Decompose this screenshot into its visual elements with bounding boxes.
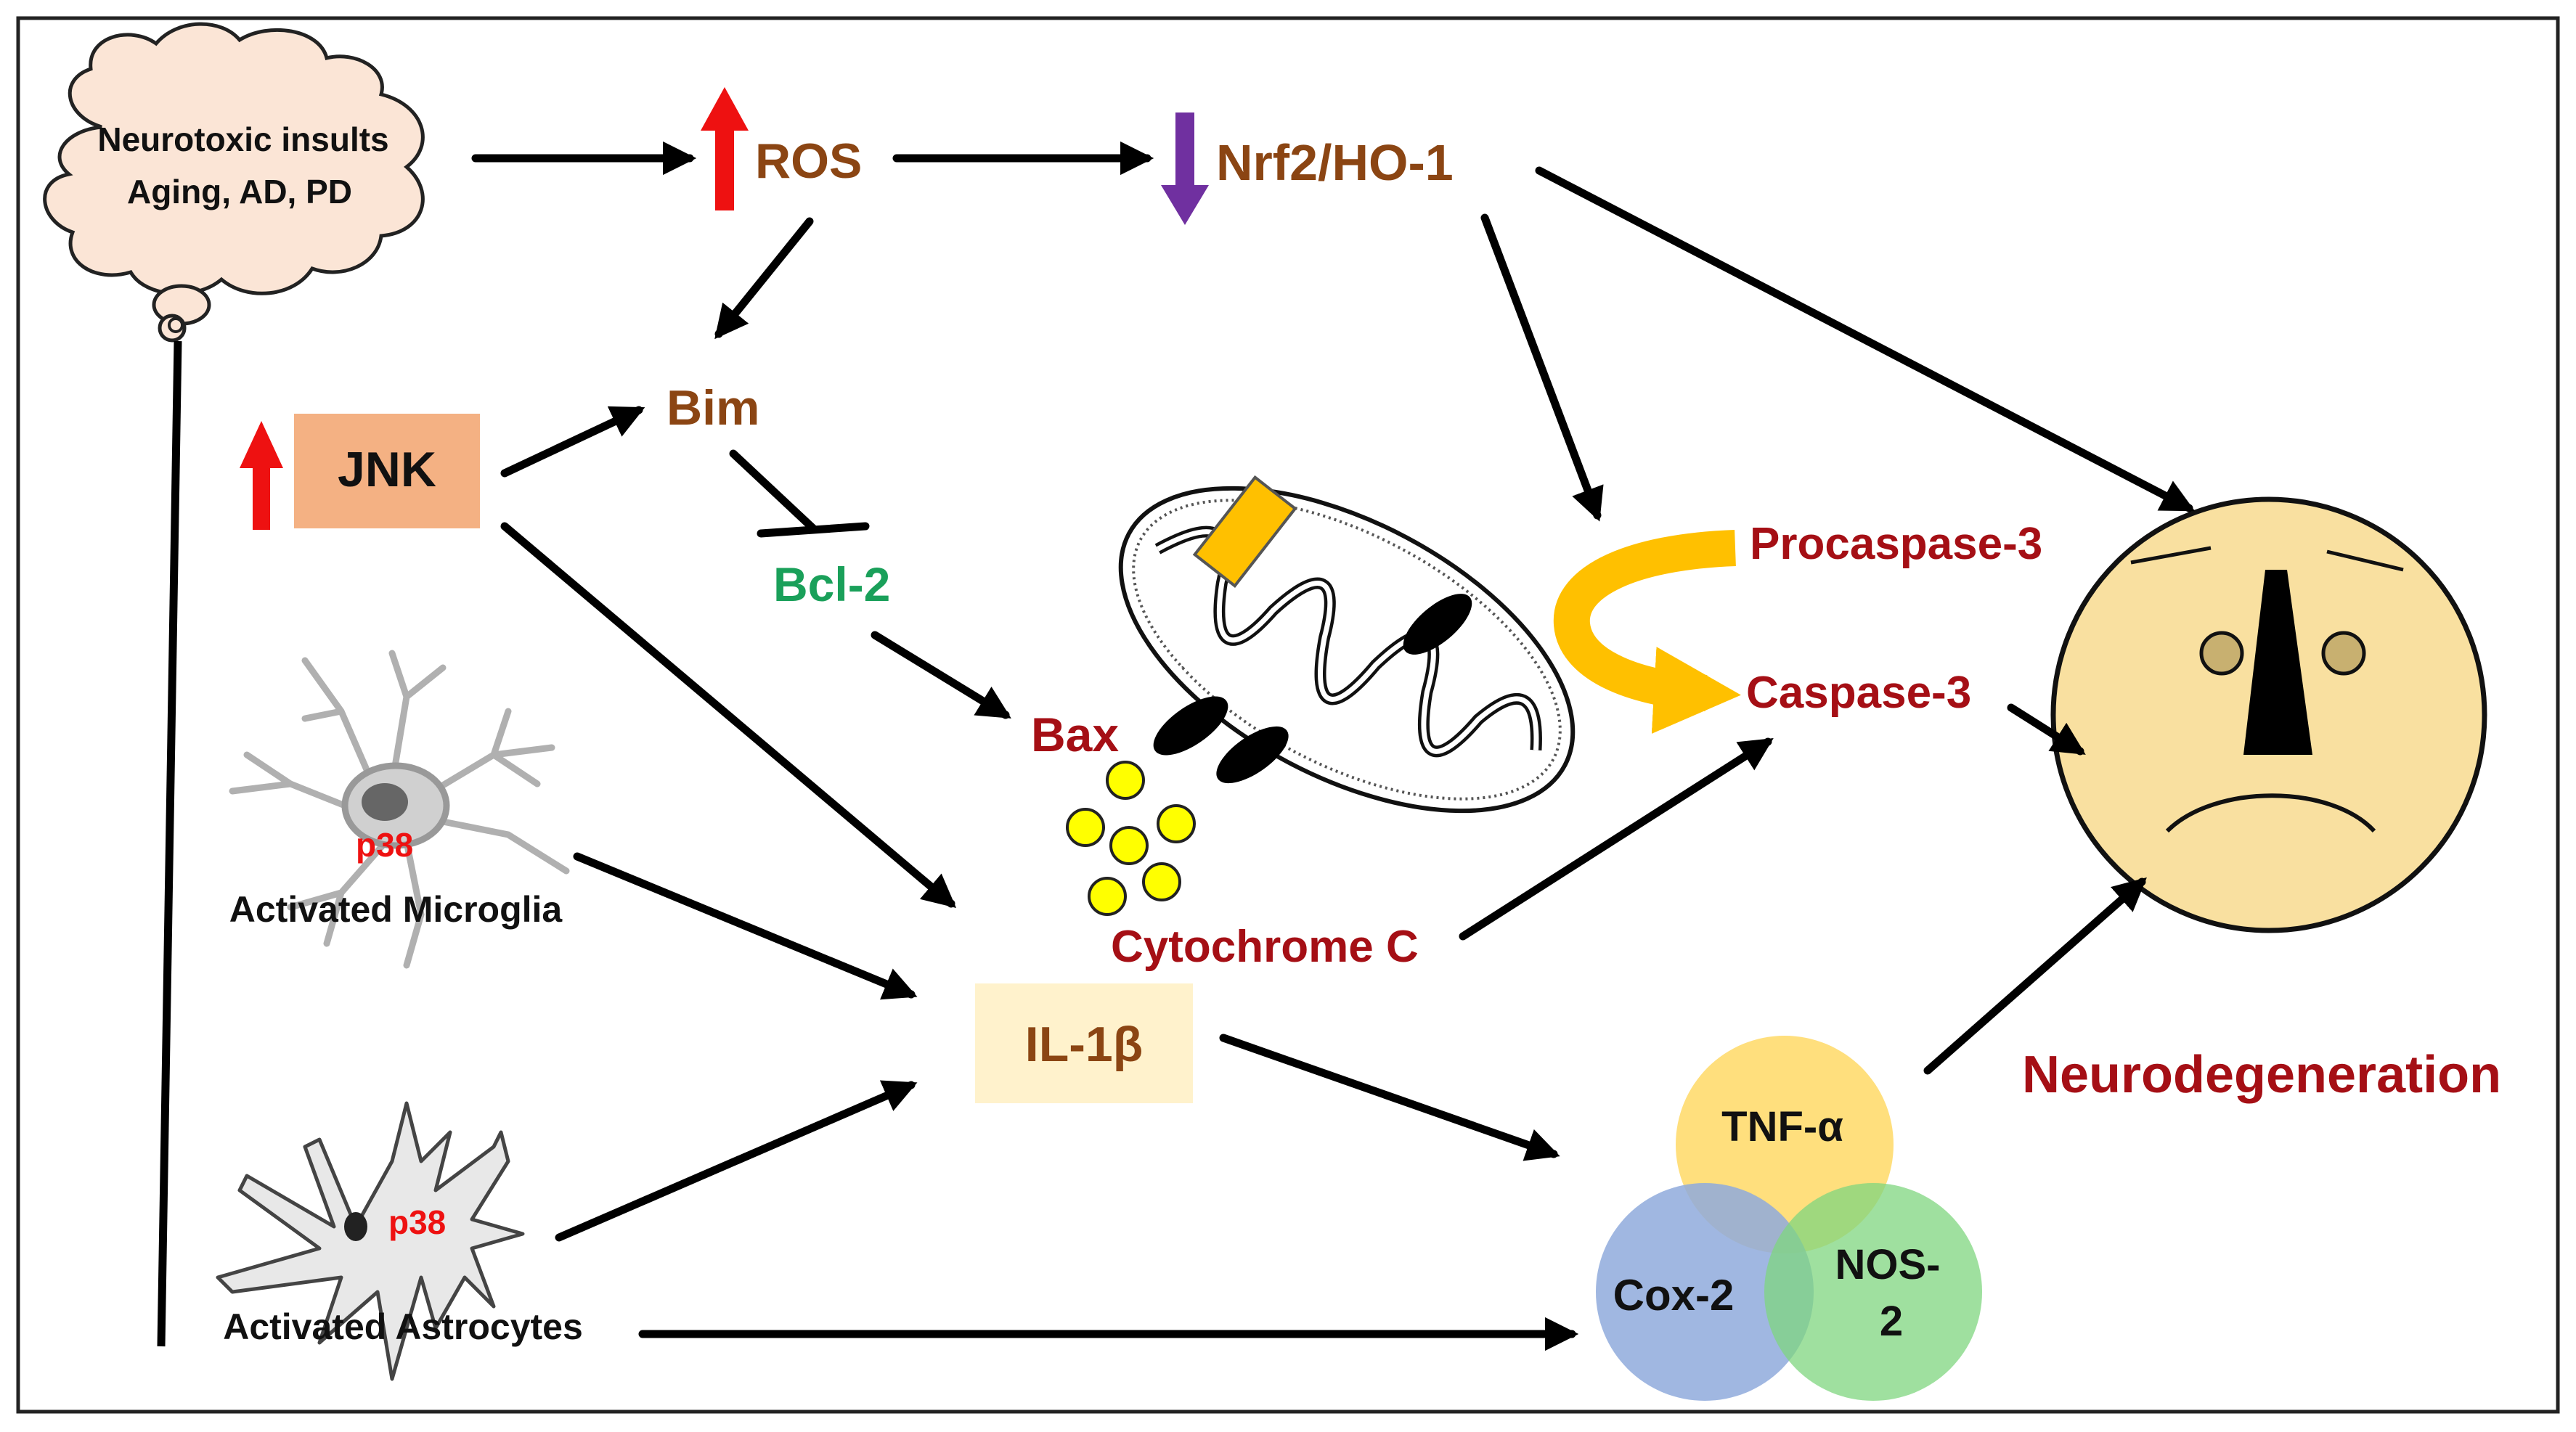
down-arrow-icon [1161, 112, 1209, 225]
cloud-stem-line [157, 340, 182, 1347]
arrow-bcl2-bax [871, 631, 1011, 719]
arrow-microglia-il1b [573, 852, 918, 1000]
cox2-label: Cox-2 [1613, 1271, 1735, 1320]
p38-astrocytes-label: p38 [388, 1203, 446, 1241]
jnk-label: JNK [338, 442, 436, 497]
sad-face-icon [2050, 496, 2487, 933]
cytochrome-c-label: Cytochrome C [1111, 922, 1419, 972]
arrow-ros-bim [714, 217, 814, 340]
up-arrow-icon [701, 87, 749, 210]
caspase3-label: Caspase-3 [1746, 668, 1971, 718]
ros-label: ROS [755, 134, 862, 189]
arrow-nrf2-procaspase [1480, 213, 1604, 522]
il1b-label: IL-1β [1025, 1017, 1143, 1072]
mitochondrion-icon [1118, 475, 1576, 814]
arrow-il1b-tnf [1219, 1034, 1560, 1161]
cloud-icon [43, 22, 425, 343]
arrow-cytc-caspase [1459, 737, 1774, 941]
arrow-astro-il1b [555, 1080, 918, 1242]
cytochrome-dots [1066, 761, 1196, 916]
insult-label-line2: Aging, AD, PD [127, 173, 352, 210]
astrocyte-icon [216, 1101, 525, 1381]
arrow-jnk-il1b [500, 522, 957, 908]
up-arrow-icon [240, 421, 283, 530]
bcl2-label: Bcl-2 [773, 557, 890, 611]
arrow-venn-face [1923, 877, 2147, 1075]
insult-label-line1: Neurotoxic insults [97, 120, 388, 158]
inhibition-bim-bcl2 [729, 449, 870, 538]
cox2-circle [1596, 1183, 1814, 1401]
figure-border [16, 16, 2560, 1414]
arrow-caspase-face [2007, 703, 2086, 756]
nrf2-label: Nrf2/HO-1 [1216, 134, 1454, 191]
p38-microglia-label: p38 [356, 826, 413, 864]
astrocytes-label: Activated Astrocytes [223, 1306, 583, 1347]
procaspase3-label: Procaspase-3 [1750, 519, 2042, 569]
il1b-box [975, 983, 1193, 1103]
arrow-jnk-bim [500, 406, 645, 478]
tnf-label: TNF-α [1721, 1103, 1843, 1150]
bax-label: Bax [1031, 708, 1119, 761]
jnk-box [294, 414, 480, 528]
arrows [471, 141, 2196, 1351]
microglia-label: Activated Microglia [229, 889, 563, 930]
cytokine-venn [1596, 1036, 1982, 1401]
nos2-label-line2: 2 [1880, 1298, 1903, 1345]
nos2-label-line1: NOS- [1835, 1241, 1941, 1288]
arrow-nrf2-face [1535, 166, 2196, 512]
bim-label: Bim [667, 380, 759, 435]
nos2-circle [1764, 1183, 1982, 1401]
neurodegeneration-label: Neurodegeneration [2022, 1046, 2501, 1104]
caspase-conversion-arrow [1553, 530, 1741, 734]
microglia-icon [229, 650, 570, 969]
